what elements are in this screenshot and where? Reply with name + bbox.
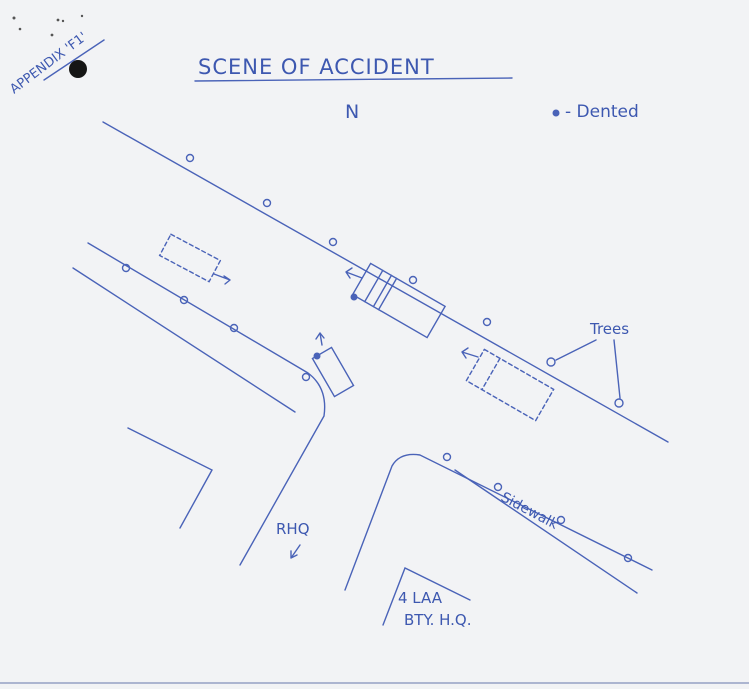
car-direction-arrow-icon [213,273,231,285]
car-dent-dot-icon [313,352,321,360]
title-underline [194,77,513,82]
car-prior-position [158,233,222,283]
page-title: SCENE OF ACCIDENT [198,55,435,79]
appendix-underline [43,39,105,81]
battery-hq-building [382,567,471,626]
small-car-arrow-icon [315,332,325,346]
trees-pointer [555,339,597,361]
dented-dot-icon [552,109,560,117]
sidewalk-edge-upper [344,453,653,591]
staple-marks [12,14,84,37]
truck-dent-dot-icon [350,293,358,301]
punch-hole [69,60,87,78]
battery-label-line1: 4 LAA [398,589,443,607]
side-road-inner-edge [72,267,296,413]
truck-prior-arrow-icon [461,347,479,359]
sidewalk-label: Sidewalk [498,489,561,533]
trees-pointer [613,339,621,399]
rhq-label: RHQ [276,520,310,538]
trees-label: Trees [589,320,629,338]
battery-label-line2: BTY. H.Q. [404,611,471,629]
main-road-edge [102,121,669,443]
truck-prior-position [465,348,555,422]
legend-dented-label: - Dented [565,102,639,122]
small-car [311,346,355,398]
north-label: N [345,101,359,123]
truck [351,262,447,339]
side-road-edge-left [87,242,326,566]
rhq-arrow-icon [290,544,301,559]
truck-direction-arrow-icon [345,267,363,279]
building-corner [127,427,213,529]
trees [121,153,633,563]
sidewalk-edge-lower [454,469,638,594]
